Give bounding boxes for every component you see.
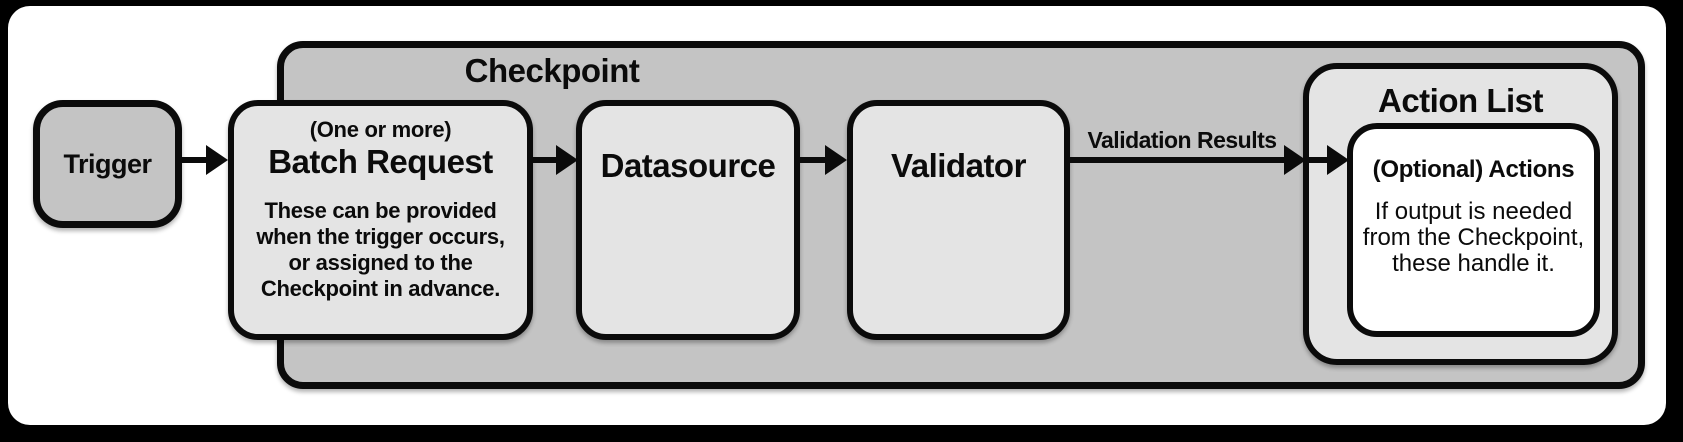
validator-node: Validator: [847, 100, 1070, 340]
batch-request-description: These can be provided when the trigger o…: [256, 197, 505, 301]
arrow-action-list-to-actions-head-icon: [1327, 145, 1349, 175]
arrow-datasource-to-validator-line: [797, 157, 829, 163]
optional-actions-title: (Optional) Actions: [1372, 156, 1575, 183]
checkpoint-title: Checkpoint: [464, 52, 640, 89]
arrow-trigger-to-batch-line: [180, 157, 210, 163]
arrow-validator-to-action-list-line: [1068, 157, 1288, 163]
batch-request-node: (One or more) Batch Request These can be…: [228, 100, 533, 340]
batch-request-title: Batch Request: [268, 143, 493, 180]
arrow-batch-to-datasource-line: [528, 157, 560, 163]
action-list-title: Action List: [1378, 82, 1544, 119]
arrow-trigger-to-batch-head-icon: [206, 145, 228, 175]
arrow-action-list-to-actions-line: [1309, 157, 1331, 163]
batch-request-qualifier: (One or more): [309, 117, 452, 142]
arrow-batch-to-datasource-head-icon: [556, 145, 578, 175]
validator-title: Validator: [891, 147, 1026, 184]
trigger-label: Trigger: [63, 148, 152, 179]
datasource-title: Datasource: [600, 147, 776, 184]
optional-actions-card: (Optional) Actions If output is needed f…: [1347, 123, 1600, 337]
arrow-datasource-to-validator-head-icon: [825, 145, 847, 175]
arrow-validator-to-action-list-head-icon: [1284, 145, 1306, 175]
validation-results-label: Validation Results: [1087, 127, 1277, 153]
optional-actions-description: If output is needed from the Checkpoint,…: [1362, 198, 1585, 277]
trigger-node: Trigger: [33, 100, 182, 228]
datasource-node: Datasource: [576, 100, 800, 340]
